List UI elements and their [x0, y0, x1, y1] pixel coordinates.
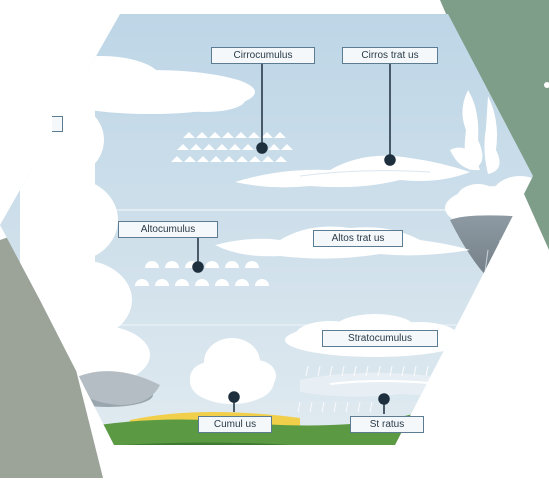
corner-gray-panel: [0, 226, 103, 478]
cloud-label-altocumulus: Altocumulus: [118, 221, 218, 238]
cloud-label-cumulus: Cumul us: [198, 416, 272, 433]
cirrostratus-cloud: [235, 155, 470, 188]
cumulus-cloud: [190, 338, 276, 404]
ground-foreground: [60, 440, 533, 445]
cloud-label-stratus: St ratus: [350, 416, 424, 433]
cloud-label-cirrocumulus: Cirrocumulus: [211, 47, 315, 64]
altocumulus-puffs: [135, 261, 269, 286]
cloud-label-cirrostratus: Cirros trat us: [342, 47, 438, 64]
cumulonimbus-cloud: [20, 56, 255, 385]
cloud-label-stratocumulus: Stratocumulus: [322, 330, 438, 347]
label-leaders: [192, 63, 396, 414]
cirrus-wisps: [450, 90, 500, 174]
cloud-shadow: [70, 371, 160, 405]
cloud-label-altostratus: Altos trat us: [313, 230, 403, 247]
cloud-label-partial: [52, 116, 63, 132]
corner-dot: [544, 82, 549, 88]
